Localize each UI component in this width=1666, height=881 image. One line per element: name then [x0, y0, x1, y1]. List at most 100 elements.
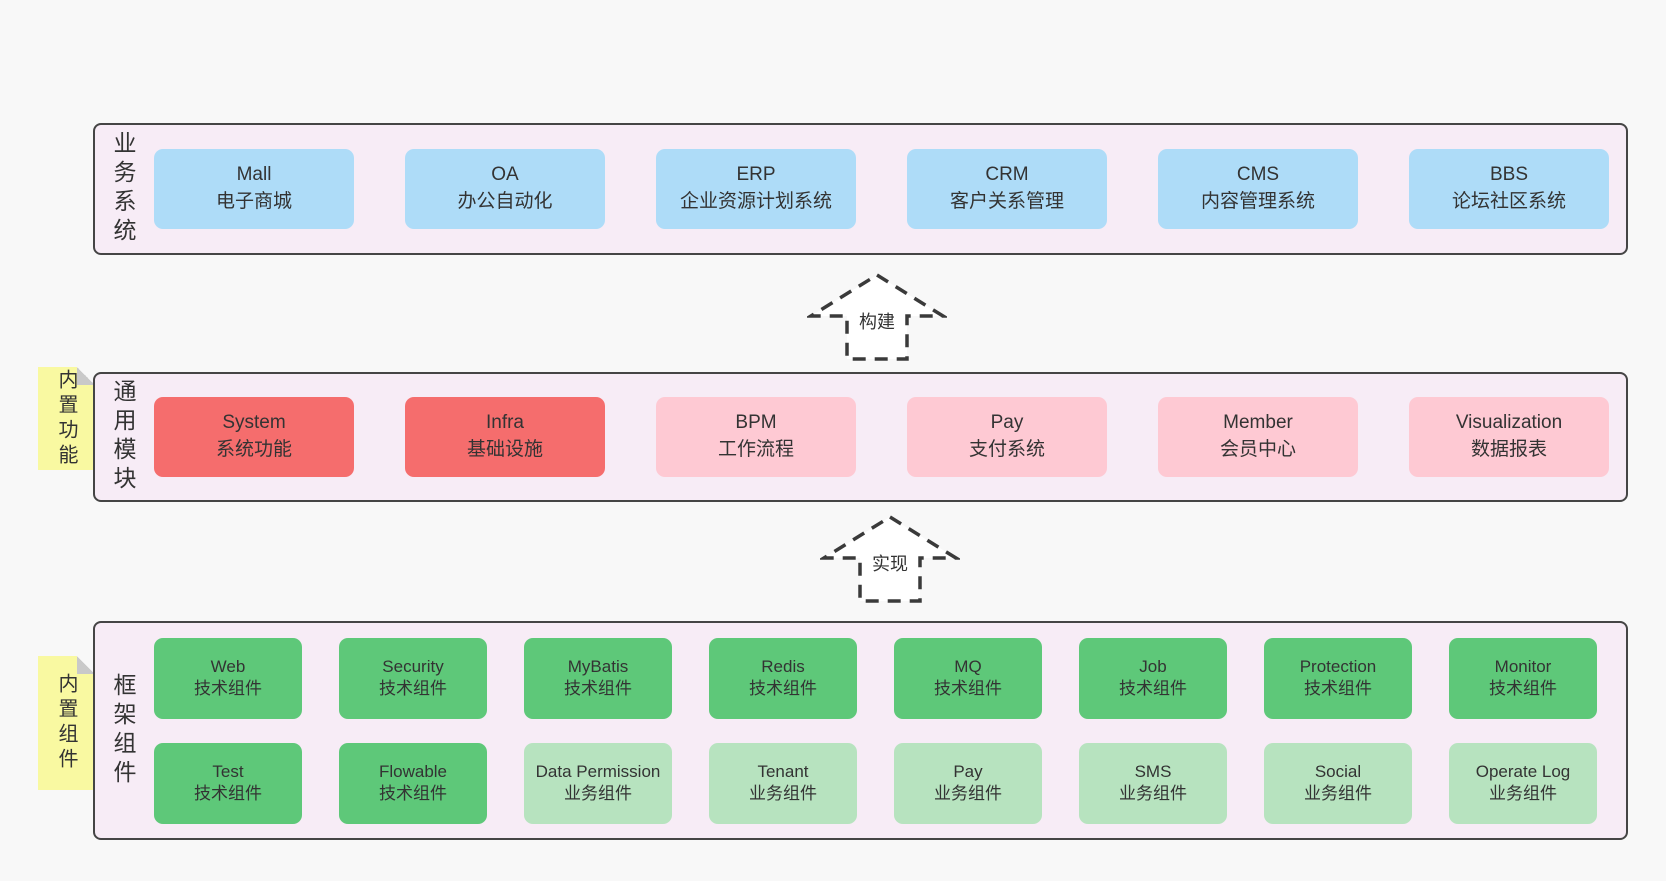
box-title: Redis: [761, 656, 805, 676]
implement-arrow: 实现: [820, 514, 960, 604]
box-subtitle: 客户关系管理: [949, 191, 1064, 212]
box-subtitle: 业务组件: [934, 784, 1002, 803]
component-box: Protection 技术组件: [1264, 637, 1412, 719]
component-box: SMS 业务组件: [1079, 742, 1227, 824]
box-subtitle: 基础设施: [466, 439, 543, 460]
component-box: Redis 技术组件: [709, 637, 857, 719]
business-system-box: ERP 企业资源计划系统: [656, 149, 856, 229]
box-subtitle: 论坛社区系统: [1451, 191, 1566, 212]
component-box: Test 技术组件: [154, 742, 302, 824]
component-box: Monitor 技术组件: [1449, 637, 1597, 719]
box-title: System: [222, 412, 286, 434]
box-title: Social: [1314, 761, 1362, 781]
component-box: Operate Log 业务组件: [1449, 742, 1597, 824]
component-box: Job 技术组件: [1079, 637, 1227, 719]
box-subtitle: 工作流程: [717, 439, 794, 460]
builtin-components-sticky-note: 内置组件: [38, 656, 95, 790]
builtin-features-sticky-note: 内置功能: [38, 367, 95, 470]
business-system-box: CRM 客户关系管理: [907, 149, 1107, 229]
box-subtitle: 企业资源计划系统: [679, 191, 832, 212]
box-subtitle: 业务组件: [1489, 784, 1557, 803]
box-title: MQ: [954, 656, 982, 676]
box-title: Test: [212, 761, 244, 781]
component-box: Tenant 业务组件: [709, 742, 857, 824]
box-title: Infra: [485, 412, 525, 434]
component-box: Social 业务组件: [1264, 742, 1412, 824]
box-subtitle: 技术组件: [1489, 679, 1557, 698]
box-title: ERP: [736, 164, 776, 186]
box-subtitle: 技术组件: [379, 784, 447, 803]
business-system-box: BBS 论坛社区系统: [1409, 149, 1609, 229]
box-subtitle: 系统功能: [215, 439, 292, 460]
builtin-components-label: 内置组件: [55, 673, 77, 773]
business-systems-boxes: Mall 电子商城 OA 办公自动化 ERP 企业资源计划系统 CRM 客户关系…: [154, 125, 1609, 253]
framework-components-band: 框架组件 Web 技术组件 Security 技术组件 MyBatis 技术组件: [93, 621, 1628, 840]
module-box: Member 会员中心: [1158, 397, 1358, 477]
box-title: Monitor: [1494, 656, 1552, 676]
module-box: System 系统功能: [154, 397, 354, 477]
box-subtitle: 技术组件: [749, 679, 817, 698]
framework-components-row-2: Test 技术组件 Flowable 技术组件 Data Permission …: [154, 742, 1597, 824]
builtin-features-label: 内置功能: [55, 368, 77, 469]
common-modules-boxes: System 系统功能 Infra 基础设施 BPM 工作流程 Pay 支付系统…: [154, 374, 1609, 500]
box-subtitle: 业务组件: [564, 784, 632, 803]
build-arrow: 构建: [807, 272, 947, 362]
box-subtitle: 技术组件: [934, 679, 1002, 698]
component-box: Web 技术组件: [154, 637, 302, 719]
box-subtitle: 会员中心: [1219, 439, 1296, 460]
box-subtitle: 技术组件: [379, 679, 447, 698]
box-title: Job: [1139, 656, 1167, 676]
box-title: Member: [1223, 412, 1293, 434]
business-system-box: OA 办公自动化: [405, 149, 605, 229]
component-box: Security 技术组件: [339, 637, 487, 719]
box-subtitle: 业务组件: [1304, 784, 1372, 803]
band-label-common-modules: 通用模块: [110, 379, 136, 495]
box-title: Pay: [953, 761, 983, 781]
box-title: Operate Log: [1475, 761, 1571, 781]
box-title: Flowable: [378, 761, 448, 781]
box-subtitle: 技术组件: [564, 679, 632, 698]
business-systems-band: 业务系统 Mall 电子商城 OA 办公自动化 ERP 企业资源计划系统 CRM…: [93, 123, 1628, 255]
module-box: Infra 基础设施: [405, 397, 605, 477]
box-title: CMS: [1236, 164, 1280, 186]
build-arrow-label: 构建: [856, 308, 898, 334]
business-system-box: CMS 内容管理系统: [1158, 149, 1358, 229]
box-title: Pay: [990, 412, 1024, 434]
box-title: Mall: [236, 164, 272, 186]
implement-arrow-label: 实现: [869, 550, 911, 576]
box-title: Data Permission: [535, 761, 661, 781]
box-subtitle: 内容管理系统: [1200, 191, 1315, 212]
framework-components-grid: Web 技术组件 Security 技术组件 MyBatis 技术组件 Redi…: [154, 637, 1597, 824]
module-box: BPM 工作流程: [656, 397, 856, 477]
box-subtitle: 技术组件: [194, 679, 262, 698]
band-label-business-systems: 业务系统: [110, 131, 136, 247]
box-title: Protection: [1299, 656, 1377, 676]
module-box: Pay 支付系统: [907, 397, 1107, 477]
box-title: Security: [382, 656, 444, 676]
box-subtitle: 办公自动化: [457, 191, 553, 212]
box-title: Visualization: [1455, 412, 1563, 434]
framework-components-row-1: Web 技术组件 Security 技术组件 MyBatis 技术组件 Redi…: [154, 637, 1597, 719]
common-modules-band: 通用模块 System 系统功能 Infra 基础设施 BPM 工作流程 Pay…: [93, 372, 1628, 502]
box-title: BBS: [1489, 164, 1529, 186]
box-subtitle: 支付系统: [968, 439, 1045, 460]
box-title: CRM: [985, 164, 1029, 186]
business-system-box: Mall 电子商城: [154, 149, 354, 229]
band-label-framework-components: 框架组件: [110, 672, 136, 789]
box-title: Web: [210, 656, 246, 676]
box-title: SMS: [1134, 761, 1172, 781]
box-subtitle: 业务组件: [749, 784, 817, 803]
component-box: MyBatis 技术组件: [524, 637, 672, 719]
box-subtitle: 电子商城: [215, 191, 292, 212]
box-subtitle: 技术组件: [1119, 679, 1187, 698]
box-title: MyBatis: [567, 656, 629, 676]
box-title: BPM: [735, 412, 777, 434]
sticky-fold-corner-icon: [77, 367, 95, 385]
box-subtitle: 技术组件: [1304, 679, 1372, 698]
box-subtitle: 数据报表: [1470, 439, 1547, 460]
box-subtitle: 业务组件: [1119, 784, 1187, 803]
component-box: Pay 业务组件: [894, 742, 1042, 824]
box-title: OA: [491, 164, 519, 186]
component-box: Data Permission 业务组件: [524, 742, 672, 824]
module-box: Visualization 数据报表: [1409, 397, 1609, 477]
